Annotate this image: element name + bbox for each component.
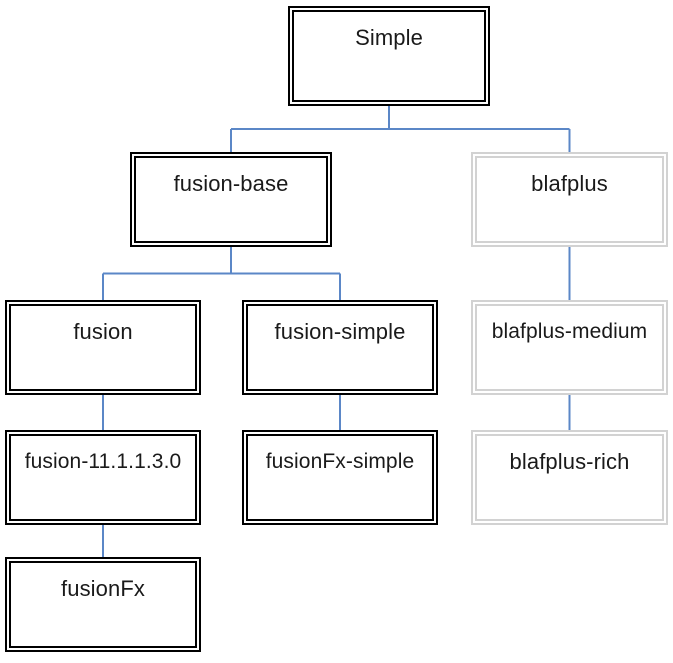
node-fusionfx[interactable]: fusionFx [5, 557, 201, 652]
node-label: blafplus [531, 171, 608, 196]
node-fusion-11[interactable]: fusion-11.1.1.3.0 [5, 430, 201, 525]
node-blafplus-rich[interactable]: blafplus-rich [471, 430, 668, 525]
node-label: fusion-base [173, 171, 289, 196]
node-fusion-simple[interactable]: fusion-simple [242, 300, 438, 395]
node-fusion[interactable]: fusion [5, 300, 201, 395]
node-fusionfx-simple[interactable]: fusionFx-simple [242, 430, 438, 525]
node-blafplus-medium[interactable]: blafplus-medium [471, 300, 668, 395]
node-label: blafplus-medium [491, 320, 648, 343]
node-label: fusionFx [61, 576, 145, 601]
node-simple[interactable]: Simple [288, 6, 490, 106]
node-label: Simple [355, 25, 423, 50]
node-label: blafplus-rich [509, 449, 630, 474]
node-blafplus[interactable]: blafplus [471, 152, 668, 247]
node-fusion-base[interactable]: fusion-base [130, 152, 332, 247]
node-label: fusion [73, 319, 133, 344]
node-label: fusion-11.1.1.3.0 [24, 450, 182, 473]
node-label: fusionFx-simple [265, 450, 415, 473]
node-label: fusion-simple [274, 319, 406, 344]
